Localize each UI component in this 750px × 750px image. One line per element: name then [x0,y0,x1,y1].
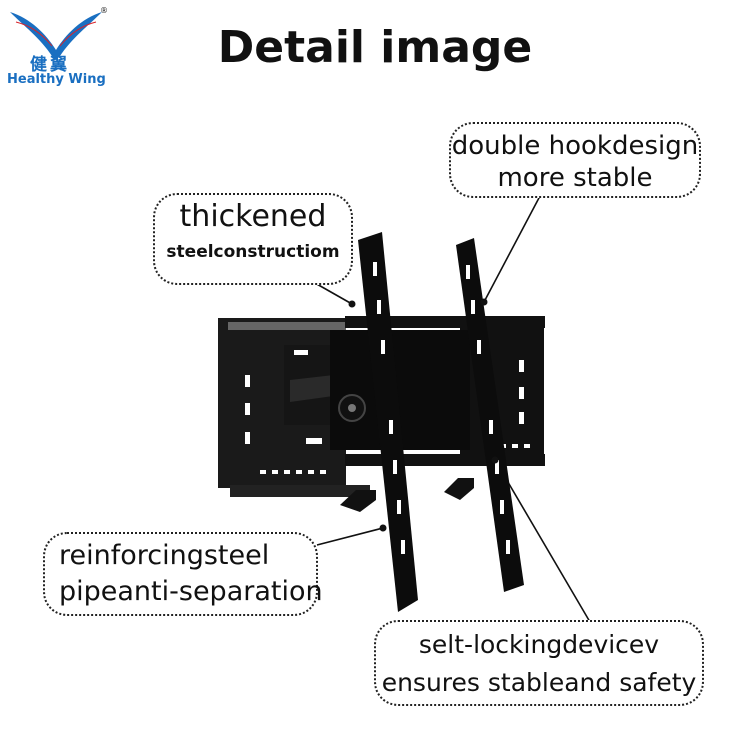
callout-thick-line-1: thickened [179,199,327,234]
leader-line-lock [494,459,591,623]
callout-thickened-steel: thickened steelconstructiom [153,193,353,285]
callout-reinforcing-pipe: reinforcingsteel pipeanti-separation [43,532,323,616]
leader-line-pipe [316,527,384,546]
registered-mark: ® [100,6,108,15]
leader-line-hook [483,195,541,303]
callout-pipe-line-2: pipeanti-separation [59,576,323,607]
brand-name-en: Healthy Wing [7,72,106,87]
wing-logo-icon [10,12,102,60]
callout-thick-line-2: steelconstructiom [166,242,340,262]
callout-self-locking: selt-lockingdevicev ensures stableand sa… [374,620,704,706]
leader-line-thick [314,282,353,305]
callout-double-hook: double hookdesign more stable [449,122,701,198]
brand-name-cn: 健翼 [30,55,70,75]
callout-hook-line-1: double hookdesign [451,131,699,161]
callout-lock-line-2: ensures stableand safety [381,668,697,697]
callout-pipe-line-1: reinforcingsteel [59,540,270,571]
page-title: Detail image [217,22,533,73]
callout-hook-line-2: more stable [497,163,653,193]
callout-lock-line-1: selt-lockingdevicev [418,630,660,659]
